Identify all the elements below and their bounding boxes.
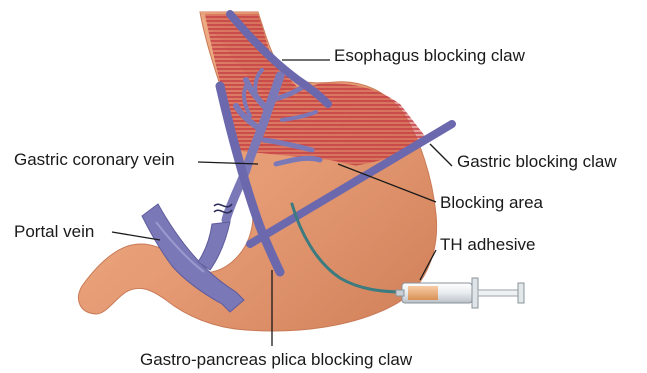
label-portal-vein: Portal vein	[14, 222, 94, 242]
label-plica-blocking-claw: Gastro-pancreas plica blocking claw	[140, 350, 412, 370]
label-esophagus-blocking-claw: Esophagus blocking claw	[334, 46, 525, 66]
leader-line-gastric-claw	[430, 144, 452, 166]
label-gastric-coronary-vein: Gastric coronary vein	[14, 150, 175, 170]
label-gastric-blocking-claw: Gastric blocking claw	[457, 152, 617, 172]
label-blocking-area: Blocking area	[440, 193, 543, 213]
syringe	[396, 278, 524, 308]
label-th-adhesive: TH adhesive	[440, 235, 535, 255]
